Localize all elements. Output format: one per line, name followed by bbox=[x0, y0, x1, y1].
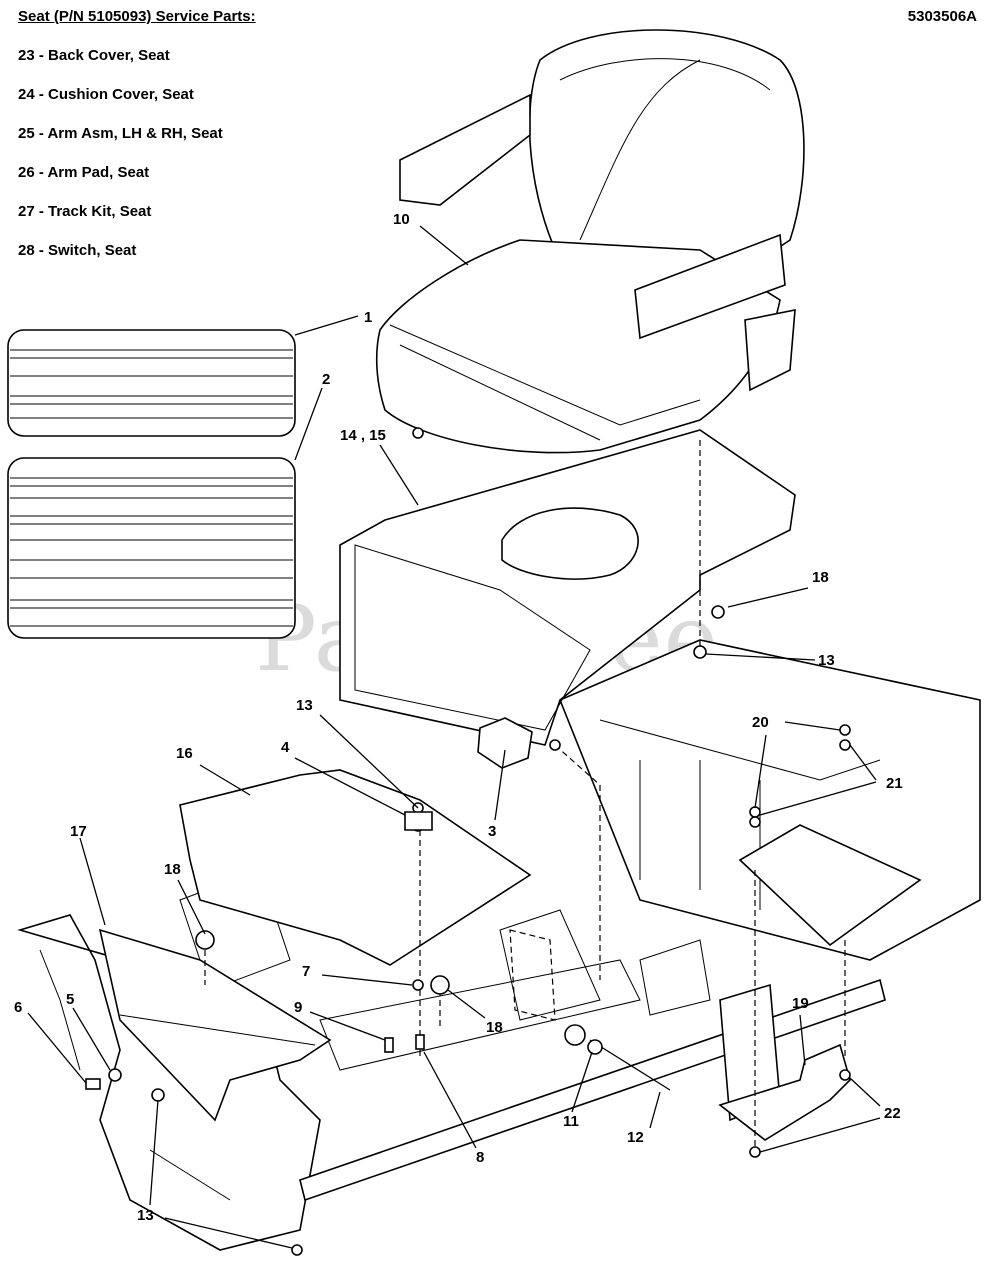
callout-1: 1 bbox=[364, 309, 372, 326]
service-part-item: 24 - Cushion Cover, Seat bbox=[18, 86, 194, 103]
leader-lines bbox=[27, 225, 881, 1249]
decal-1 bbox=[7, 329, 296, 437]
seat-pan bbox=[339, 429, 796, 746]
callout-16: 16 bbox=[176, 745, 193, 762]
callout-17: 17 bbox=[70, 823, 87, 840]
bracket-plate bbox=[718, 1043, 851, 1141]
floor-plate bbox=[179, 769, 532, 966]
service-part-item: 23 - Back Cover, Seat bbox=[18, 47, 170, 64]
callout-11: 11 bbox=[563, 1113, 579, 1130]
callout-13: 13 bbox=[137, 1207, 154, 1224]
service-part-item: 28 - Switch, Seat bbox=[18, 242, 137, 259]
pivot-rod bbox=[589, 1039, 671, 1091]
callout-19: 19 bbox=[792, 995, 809, 1012]
callout-12: 12 bbox=[627, 1129, 644, 1146]
callout-18: 18 bbox=[486, 1019, 503, 1036]
callout-labels: 1 2 10 14 , 15 18 13 13 4 16 3 20 21 17 … bbox=[14, 211, 903, 1224]
callout-21: 21 bbox=[886, 775, 903, 792]
callout-10: 10 bbox=[393, 211, 410, 228]
callout-22: 22 bbox=[884, 1105, 901, 1122]
service-parts-list: 23 - Back Cover, Seat 24 - Cushion Cover… bbox=[18, 46, 223, 280]
callout-20: 20 bbox=[752, 714, 769, 731]
callout-5: 5 bbox=[66, 991, 74, 1008]
service-part-item: 26 - Arm Pad, Seat bbox=[18, 164, 150, 181]
callout-7: 7 bbox=[302, 963, 310, 980]
mount-plate bbox=[738, 824, 922, 947]
diagram-title: Seat (P/N 5105093) Service Parts: bbox=[18, 8, 256, 25]
callout-3: 3 bbox=[488, 823, 496, 840]
shield-plate bbox=[98, 928, 332, 1122]
callout-4: 4 bbox=[281, 739, 290, 756]
hardware bbox=[85, 427, 851, 1256]
callout-13: 13 bbox=[296, 697, 313, 714]
service-part-item: 27 - Track Kit, Seat bbox=[18, 203, 152, 220]
callout-9: 9 bbox=[294, 999, 302, 1016]
document-number: 5303506A bbox=[907, 8, 977, 25]
callout-2: 2 bbox=[322, 371, 330, 388]
callout-13: 13 bbox=[818, 652, 835, 669]
assembly-lines bbox=[204, 440, 846, 1150]
callout-6: 6 bbox=[14, 999, 22, 1016]
service-part-item: 25 - Arm Asm, LH & RH, Seat bbox=[18, 125, 223, 142]
callout-8: 8 bbox=[476, 1149, 484, 1166]
seat-assembly bbox=[375, 29, 805, 454]
callout-18: 18 bbox=[164, 861, 181, 878]
callout-18: 18 bbox=[812, 569, 829, 586]
decal-2 bbox=[7, 457, 296, 639]
callout-14-15: 14 , 15 bbox=[340, 427, 386, 444]
